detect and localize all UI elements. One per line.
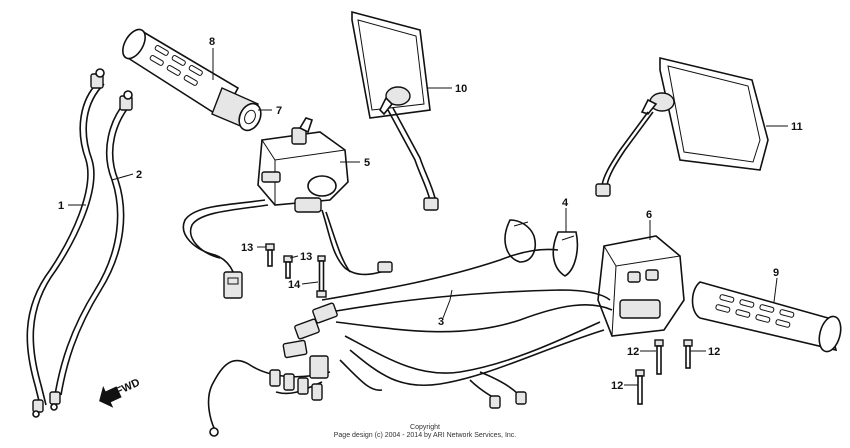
fwd-label: FWD xyxy=(114,377,142,398)
right-switch-6 xyxy=(597,235,685,337)
callout-13b: 13 xyxy=(300,251,312,263)
callout-8: 8 xyxy=(209,36,215,48)
left-switch-harness xyxy=(182,199,393,299)
screw-12a xyxy=(654,339,664,375)
screw-12b xyxy=(683,339,693,369)
throttle-pipe-7 xyxy=(211,87,262,132)
callout-14: 14 xyxy=(288,279,301,291)
callout-13a: 13 xyxy=(241,242,253,254)
callouts: 1 2 3 4 5 6 7 8 9 10 11 12 12 12 13 13 1… xyxy=(58,36,803,392)
footer-copyright: Copyright xyxy=(410,424,440,431)
callout-9: 9 xyxy=(773,267,779,279)
bolt-13b xyxy=(283,255,293,279)
fwd-arrow-icon: FWD xyxy=(99,377,142,408)
callout-11: 11 xyxy=(791,121,803,133)
band-4 xyxy=(552,231,579,277)
screw-14 xyxy=(316,255,327,298)
callout-12c: 12 xyxy=(611,380,623,392)
screw-12c xyxy=(635,369,645,405)
callout-1: 1 xyxy=(58,200,64,212)
mirror-11 xyxy=(595,56,769,197)
footer-page-design: Page design (c) 2004 - 2014 by ARI Netwo… xyxy=(333,432,517,439)
mirror-10 xyxy=(351,10,439,211)
grip-9 xyxy=(691,281,842,353)
wire-clip xyxy=(504,219,536,263)
callout-2: 2 xyxy=(136,169,142,181)
callout-12b: 12 xyxy=(708,346,720,358)
throttle-cable-2 xyxy=(49,90,133,411)
callout-7: 7 xyxy=(276,105,282,117)
leader-lines xyxy=(68,48,788,386)
throttle-cable-1 xyxy=(26,68,105,418)
left-switch-5 xyxy=(257,117,349,213)
callout-4: 4 xyxy=(562,197,569,209)
callout-3: 3 xyxy=(438,316,444,328)
callout-12a: 12 xyxy=(627,346,639,358)
callout-6: 6 xyxy=(646,209,652,221)
callout-5: 5 xyxy=(364,157,370,169)
callout-10: 10 xyxy=(455,83,467,95)
bolt-13a xyxy=(265,243,275,267)
throttle-grip-8 xyxy=(122,28,240,120)
wire-harness-3 xyxy=(207,248,613,437)
